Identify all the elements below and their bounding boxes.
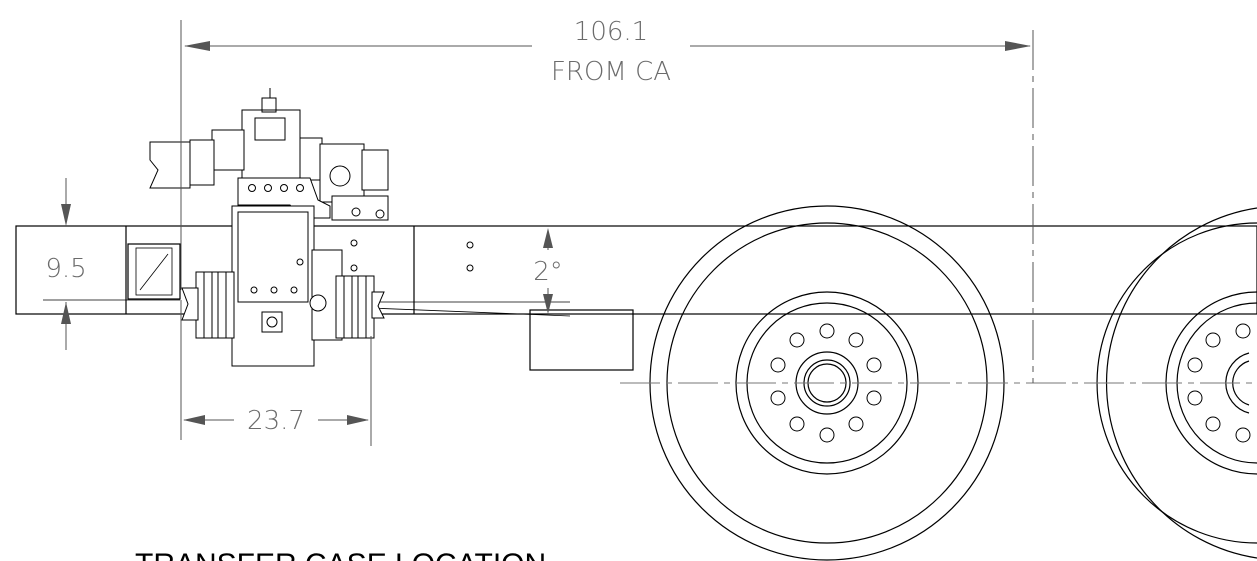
dimension-angle-value: 2° xyxy=(533,257,563,287)
dimension-overall-value: 106.1 xyxy=(574,17,648,47)
rear-rear-wheel xyxy=(1096,207,1257,559)
dimension-frame-height xyxy=(61,178,71,350)
dimension-overall-length xyxy=(180,20,1034,383)
dimension-angle xyxy=(543,228,553,314)
dimension-frame-height-value: 9.5 xyxy=(45,254,86,284)
dimension-case-width-value: 23.7 xyxy=(247,406,305,436)
drawing-caption: TRANSFER CASE LOCATION xyxy=(135,548,546,561)
frame-rail xyxy=(15,225,1257,315)
dimension-case-width xyxy=(180,300,372,446)
dimension-overall-reference: FROM CA xyxy=(551,57,671,87)
lug-nuts xyxy=(770,323,882,443)
transfer-case xyxy=(149,88,389,367)
frame-box xyxy=(529,309,634,371)
